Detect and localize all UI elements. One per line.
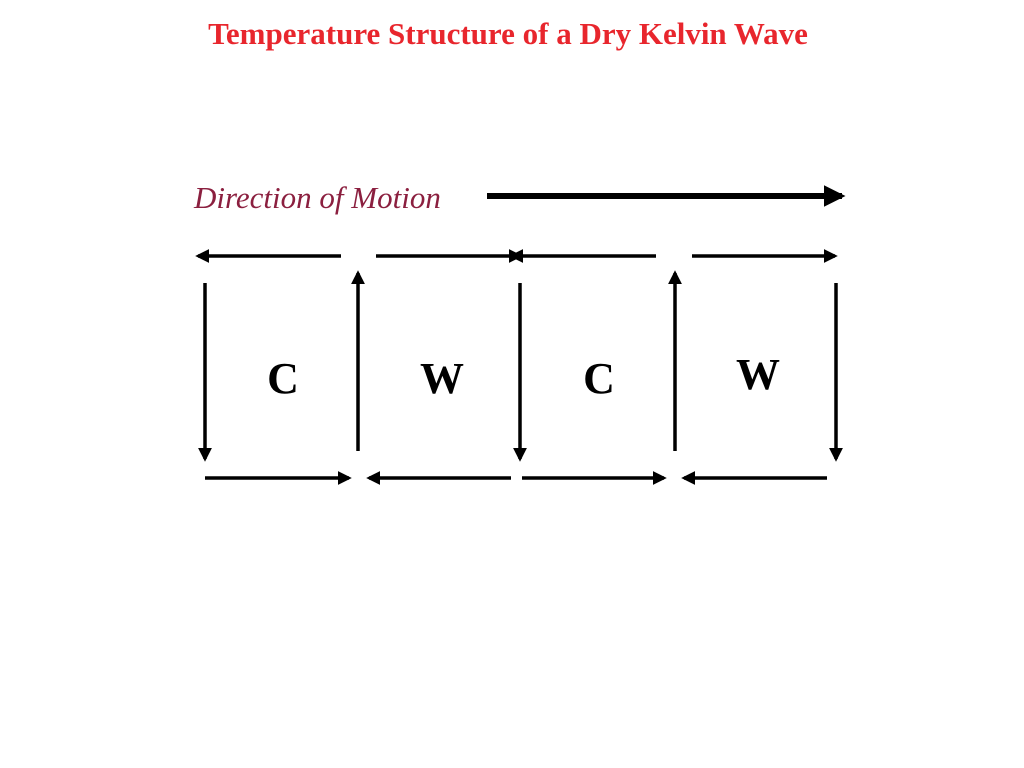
- cell-label-warm-2: W: [736, 350, 780, 399]
- cell-label-warm-1: W: [420, 354, 464, 403]
- cell-label-cold-1: C: [267, 354, 299, 403]
- diagram-title: Temperature Structure of a Dry Kelvin Wa…: [208, 16, 808, 51]
- cell-label-cold-2: C: [583, 354, 615, 403]
- direction-of-motion-label: Direction of Motion: [194, 180, 441, 215]
